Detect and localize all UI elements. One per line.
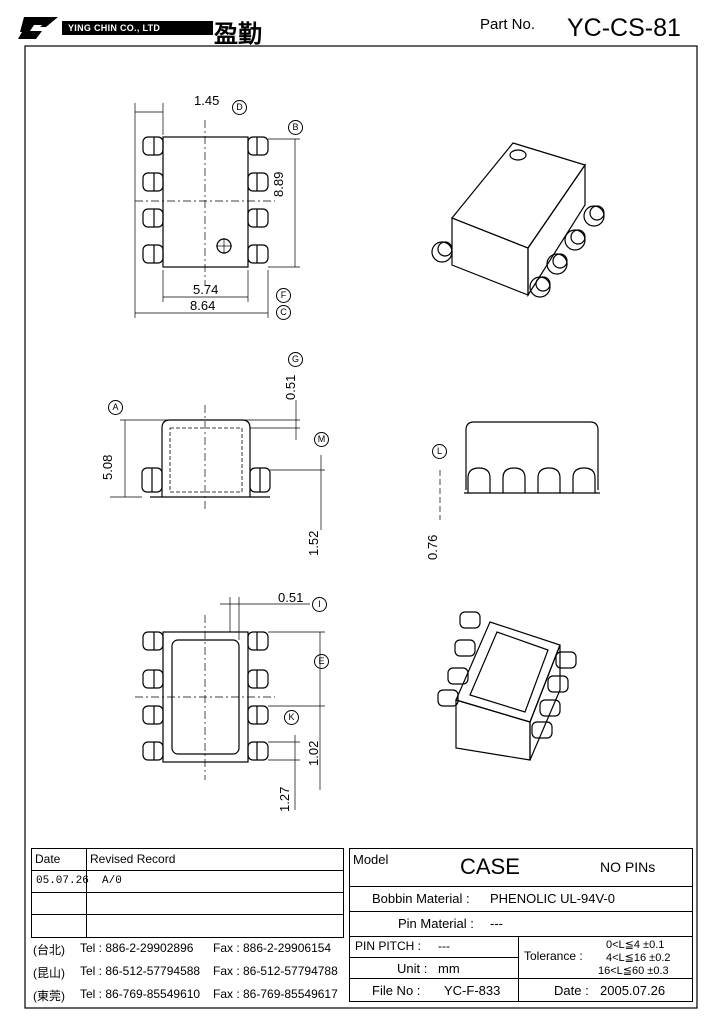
revision-record-header: Revised Record: [90, 852, 176, 866]
contact-city: (東莞): [33, 989, 65, 1003]
callout-a: A: [108, 400, 123, 415]
callout-b: B: [288, 120, 303, 135]
iso-top-pins: [431, 205, 605, 298]
pin-pitch-value: ---: [438, 939, 450, 953]
contact-row: (昆山) Tel : 86-512-57794588 Fax : 86-512-…: [31, 961, 351, 984]
contact-fax: Fax : 86-769-85549617: [213, 987, 338, 1001]
date-value: 2005.07.26: [600, 983, 666, 998]
contact-fax: Fax : 886-2-29906154: [213, 941, 332, 955]
side-view: [110, 400, 325, 530]
dim-1-45: 1.45: [194, 93, 220, 108]
contact-list: (台北) Tel : 886-2-29902896 Fax : 886-2-29…: [31, 938, 351, 1007]
company-chinese-name: 盈勤: [214, 19, 262, 48]
logo-emblem-icon: [18, 17, 213, 39]
company-logo: YING CHIN CO., LTD: [18, 14, 213, 40]
callout-f: F: [276, 288, 291, 303]
contact-fax: Fax : 86-512-57794788: [213, 964, 338, 978]
callout-l: L: [432, 444, 447, 459]
dim-0-76: 0.76: [425, 534, 440, 560]
iso-bottom-pins: [437, 611, 577, 739]
iso-top-face: [451, 142, 586, 249]
tolerance-label: Tolerance :: [524, 949, 583, 963]
top-view-pins-right: [247, 136, 269, 264]
contact-row: (台北) Tel : 886-2-29902896 Fax : 886-2-29…: [31, 938, 351, 961]
pin-material-value: ---: [490, 916, 503, 931]
callout-e: E: [314, 654, 329, 669]
iso-view-bottom: [437, 611, 577, 761]
dim-1-02: 1.02: [306, 740, 321, 766]
contact-tel: Tel : 886-2-29902896: [80, 941, 194, 955]
bobbin-material-label: Bobbin Material :: [372, 891, 470, 906]
bottom-view: [135, 597, 325, 810]
file-no-label: File No :: [372, 983, 421, 998]
end-view: [439, 421, 600, 520]
model-value: CASE: [460, 854, 520, 879]
file-no-value: YC-F-833: [444, 983, 501, 998]
dim-8-64: 8.64: [190, 298, 216, 313]
tolerance-row-3: 16<L≦60 ±0.3: [598, 965, 669, 977]
callout-d: D: [232, 100, 247, 115]
unit-value: mm: [438, 961, 460, 976]
callout-g: G: [288, 352, 303, 367]
tolerance-row-1: 0<L≦4 ±0.1: [606, 939, 665, 951]
dim-1-52: 1.52: [306, 530, 321, 556]
top-view-body: [162, 136, 249, 268]
contact-city: (昆山): [33, 966, 65, 980]
dim-1-27: 1.27: [277, 786, 292, 812]
unit-label: Unit :: [397, 961, 428, 976]
pin-material-label: Pin Material :: [398, 916, 474, 931]
drawing-frame: [24, 45, 698, 1009]
model-label: Model: [353, 852, 389, 867]
part-no-label: Part No.: [480, 16, 536, 33]
end-view-pins: [467, 467, 596, 493]
pins-value: NO PINs: [600, 859, 656, 875]
side-view-body: [161, 419, 251, 497]
pin-pitch-label: PIN PITCH :: [355, 939, 422, 953]
callout-i: I: [312, 597, 327, 612]
top-view-pins-left: [142, 136, 164, 264]
callout-m: M: [314, 432, 329, 447]
part-no: YC-CS-81: [567, 14, 681, 42]
bobbin-material-value: PHENOLIC UL-94V-0: [490, 891, 615, 906]
dim-8-89: 8.89: [271, 171, 286, 197]
callout-c: C: [276, 305, 291, 320]
tolerance-row-2: 4<L≦16 ±0.2: [606, 952, 671, 964]
bottom-view-pins: [142, 631, 269, 761]
contact-tel: Tel : 86-512-57794588: [80, 964, 201, 978]
revision-table: Date Revised Record 05.07.26 A/0: [31, 848, 344, 938]
dim-side-0-51: 0.51: [283, 374, 298, 400]
dim-5-74: 5.74: [193, 282, 219, 297]
iso-view-top: [431, 142, 605, 298]
contact-row: (東莞) Tel : 86-769-85549610 Fax : 86-769-…: [31, 984, 351, 1007]
callout-k: K: [284, 710, 299, 725]
revision-date-header: Date: [35, 852, 61, 866]
date-label: Date :: [554, 983, 589, 998]
top-view: [134, 103, 300, 318]
revision-row-record: A/0: [102, 875, 122, 887]
dim-5-08: 5.08: [100, 454, 115, 480]
dim-bottom-0-51: 0.51: [278, 590, 304, 605]
revision-row-date: 05.07.26: [36, 875, 89, 887]
contact-city: (台北): [33, 943, 65, 957]
spec-table: Model CASE NO PINs Bobbin Material : PHE…: [349, 848, 693, 1002]
contact-tel: Tel : 86-769-85549610: [80, 987, 201, 1001]
end-view-body: [465, 421, 599, 490]
company-name: YING CHIN CO., LTD: [68, 23, 161, 33]
